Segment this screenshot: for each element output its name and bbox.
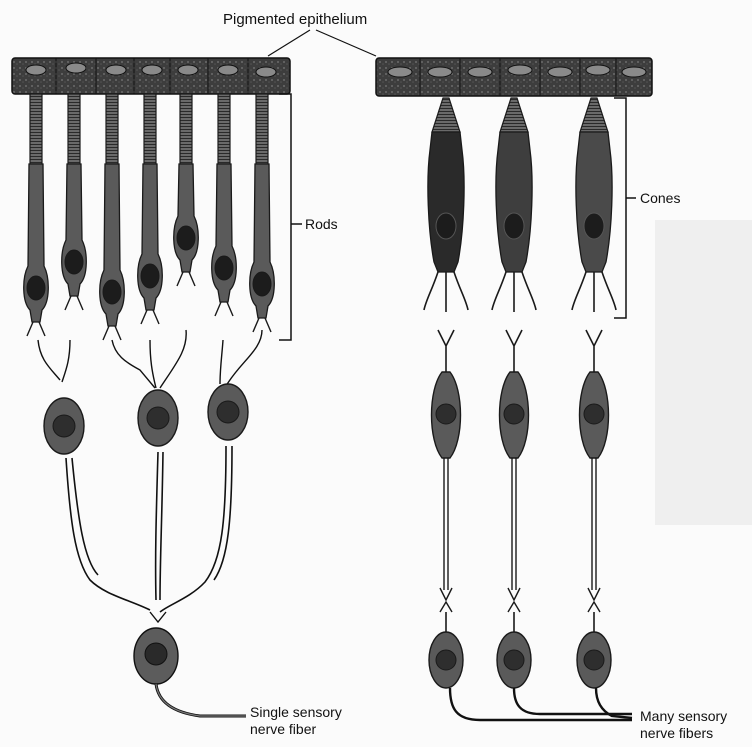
bipolar-nucleus: [147, 407, 169, 429]
rod-terminal: [215, 302, 233, 316]
rod-nucleus: [215, 256, 233, 280]
cone-cell: [424, 98, 468, 312]
rod-outer-segment: [68, 94, 80, 164]
rod-terminal: [103, 326, 121, 340]
cone-cells: [424, 98, 616, 312]
rod-cell: [250, 94, 275, 332]
cone-terminal: [572, 272, 616, 312]
ganglion-nucleus: [584, 650, 604, 670]
rod-outer-segment: [30, 94, 42, 164]
rod-bipolar-cells: [44, 384, 248, 454]
rod-cell: [174, 94, 199, 286]
rod-cell: [100, 94, 125, 340]
rod-outer-segment: [144, 94, 156, 164]
left-ganglion-cell: [134, 612, 246, 716]
bleed-through-panel: [655, 220, 752, 525]
ganglion-nucleus: [504, 650, 524, 670]
rod-cell: [138, 94, 163, 324]
many-fibers-label-line1: Many sensory: [640, 708, 727, 724]
rod-terminal: [177, 272, 195, 286]
rod-nucleus: [103, 280, 121, 304]
bipolar-axon: [512, 458, 516, 590]
right-output-fibers: [450, 688, 632, 720]
cone-cell: [572, 98, 616, 312]
cone-nucleus: [504, 213, 524, 239]
rod-nucleus: [65, 250, 83, 274]
rod-bipolar-cell: [208, 384, 248, 440]
single-fiber-label-line1: Single sensory: [250, 704, 342, 720]
cone-inner-segment: [576, 132, 612, 272]
bipolar-nucleus: [436, 404, 456, 424]
left-pigmented-epithelium: [12, 58, 290, 94]
cone-inner-segment: [428, 132, 464, 272]
cone-pathway: [497, 330, 531, 688]
rods-label: Rods: [305, 216, 338, 232]
rod-converging-axons: [66, 446, 232, 612]
bipolar-axon: [444, 458, 448, 590]
synapse: [508, 588, 520, 612]
label-leaders: [268, 30, 376, 56]
cone-nucleus: [436, 213, 456, 239]
cone-bipolar-chains: [429, 330, 611, 688]
rod-bipolar-cell: [44, 398, 84, 454]
bipolar-dendrite: [586, 330, 602, 372]
bipolar-axon: [592, 458, 596, 590]
cone-nucleus: [584, 213, 604, 239]
rod-terminal: [141, 310, 159, 324]
cone-outer-segment: [432, 98, 460, 132]
rod-outer-segment: [218, 94, 230, 164]
cone-cell: [492, 98, 536, 312]
rods-bracket: [279, 94, 302, 340]
cone-outer-segment: [500, 98, 528, 132]
rod-terminal: [27, 322, 45, 336]
rod-outer-segment: [256, 94, 268, 164]
bipolar-nucleus: [53, 415, 75, 437]
many-fibers-label-line2: nerve fibers: [640, 725, 713, 741]
ganglion-nucleus: [436, 650, 456, 670]
rod-inner-segment: [62, 164, 87, 296]
rod-outer-segment: [180, 94, 192, 164]
rod-inner-segment: [174, 164, 199, 272]
cone-pathway: [429, 330, 463, 688]
bipolar-dendrite: [506, 330, 522, 372]
cones-bracket: [614, 98, 636, 318]
synapse: [588, 588, 600, 612]
rod-cell: [24, 94, 49, 336]
single-fiber-label-line2: nerve fiber: [250, 721, 316, 737]
cone-outer-segment: [580, 98, 608, 132]
rod-nucleus: [177, 226, 195, 250]
pigmented-epithelium-label: Pigmented epithelium: [223, 12, 367, 28]
right-pigmented-epithelium: [376, 58, 652, 96]
rod-cells: [24, 94, 275, 340]
rod-nucleus: [27, 276, 45, 300]
rod-bipolar-connections: [38, 330, 262, 388]
cone-terminal: [492, 272, 536, 312]
bipolar-dendrite: [438, 330, 454, 372]
cone-terminal: [424, 272, 468, 312]
cones-label: Cones: [640, 190, 680, 206]
cone-inner-segment: [496, 132, 532, 272]
rod-terminal: [253, 318, 271, 332]
rod-cell: [212, 94, 237, 316]
rod-terminal: [65, 296, 83, 310]
bipolar-nucleus: [217, 401, 239, 423]
rod-cell: [62, 94, 87, 310]
rod-inner-segment: [212, 164, 237, 302]
cone-pathway: [577, 330, 611, 688]
rod-bipolar-cell: [138, 390, 178, 446]
rod-outer-segment: [106, 94, 118, 164]
rod-nucleus: [253, 272, 271, 296]
bipolar-nucleus: [584, 404, 604, 424]
bipolar-nucleus: [504, 404, 524, 424]
rod-nucleus: [141, 264, 159, 288]
synapse: [440, 588, 452, 612]
